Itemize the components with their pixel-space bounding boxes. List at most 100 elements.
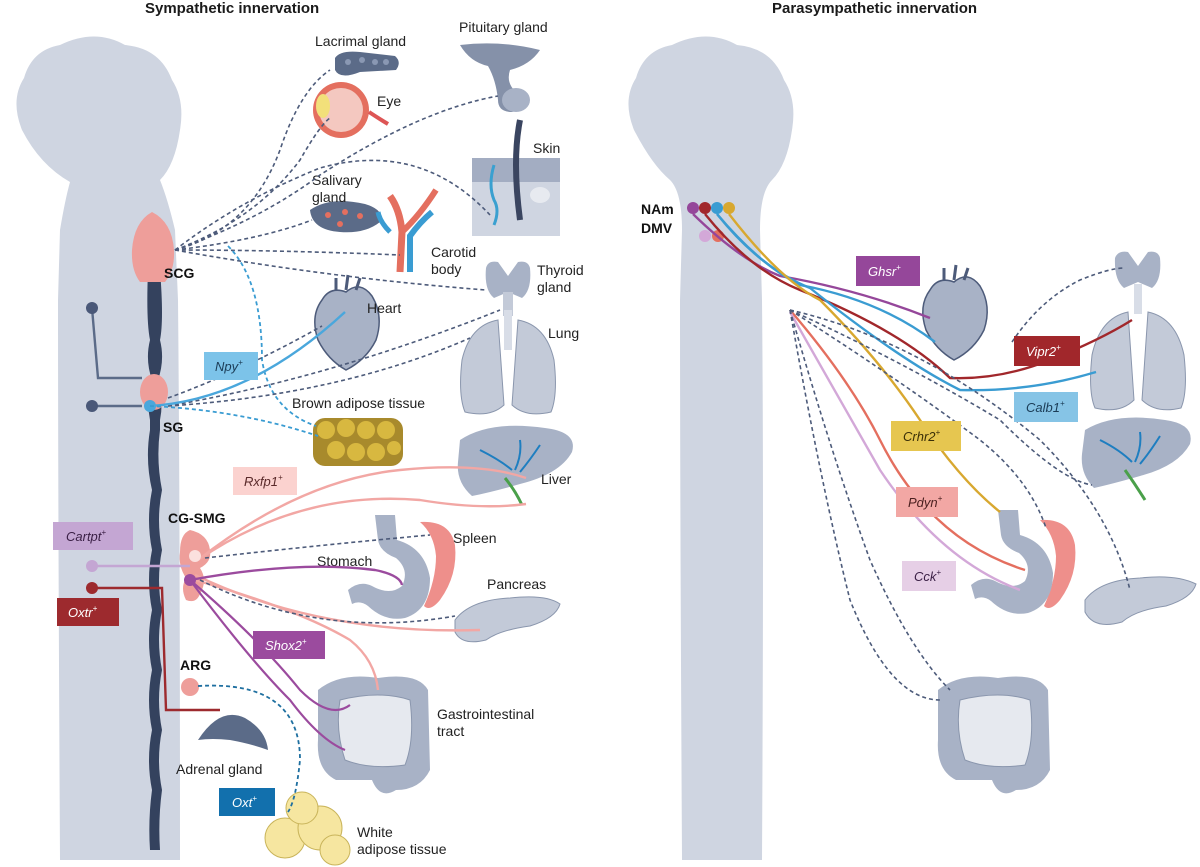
- nam-dot-calb1: [711, 202, 723, 214]
- svg-text:Npy+: Npy+: [215, 358, 243, 374]
- rxfp1-fiber-liver-2: [197, 497, 527, 561]
- lung-illustration-right: [1090, 311, 1186, 411]
- spleen-label: Spleen: [453, 530, 497, 546]
- ghsr-fiber-heart: [692, 213, 931, 320]
- svg-text:Oxt+: Oxt+: [232, 794, 257, 810]
- nam-dot-ghsr: [687, 202, 699, 214]
- svg-text:Cartpt+: Cartpt+: [66, 528, 106, 544]
- sg-label: SG: [163, 419, 183, 435]
- arg-fiber-wat: [197, 684, 301, 813]
- svg-text:Calb1+: Calb1+: [1026, 399, 1065, 415]
- dmv-fiber-pancreas: [789, 309, 1131, 591]
- thyroid-gland-label-1: Thyroid: [537, 262, 584, 278]
- pituitary-gland-label: Pituitary gland: [459, 19, 548, 35]
- heart-illustration-right: [922, 264, 988, 361]
- cg-fiber-pancreas: [199, 579, 456, 624]
- cg-shox2-dot: [184, 574, 196, 586]
- white-adipose-tissue-illustration: [264, 791, 351, 866]
- stomach-illustration-left: [348, 515, 430, 619]
- svg-text:Shox2+: Shox2+: [265, 637, 307, 653]
- shox2-tag: Shox2+: [253, 631, 325, 659]
- spleen-illustration-right: [1040, 519, 1076, 608]
- adrenal-gland-label: Adrenal gland: [176, 761, 262, 777]
- svg-text:Ghsr+: Ghsr+: [868, 263, 901, 279]
- skin-illustration: [472, 119, 560, 236]
- carotid-body-label-2: body: [431, 261, 461, 277]
- pituitary-gland-illustration: [460, 43, 540, 113]
- gi-tract-label-1: Gastrointestinal: [437, 706, 534, 722]
- preganglionic-dot-sg: [86, 400, 98, 412]
- gi-tract-illustration-right: [937, 676, 1050, 794]
- crhr2-tag: Crhr2+: [891, 421, 961, 451]
- dmv-dot-cck: [699, 230, 711, 242]
- rxfp1-fiber-pancreas: [194, 573, 481, 632]
- pdyn-fiber-stomach: [789, 309, 1026, 572]
- parasympathetic-title: Parasympathetic innervation: [772, 0, 977, 17]
- cartpt-dot: [86, 560, 98, 572]
- nam-dot-crhr2: [723, 202, 735, 214]
- svg-text:Oxtr+: Oxtr+: [68, 604, 98, 620]
- oxtr-fiber: [92, 586, 220, 712]
- scg-fiber-thyroid: [174, 249, 487, 291]
- preganglionic-line-scg: [90, 307, 142, 380]
- oxtr-tag: Oxtr+: [57, 598, 119, 626]
- calb1-fiber-lung: [716, 213, 1097, 392]
- oxt-tag: Oxt+: [219, 788, 275, 816]
- crhr2-fiber-stomach: [728, 213, 1001, 513]
- cg-rxfp1-dot: [189, 550, 201, 562]
- salivary-gland-illustration: [310, 201, 381, 233]
- cck-fiber-stomach: [788, 311, 1021, 592]
- thyroid-gland-illustration: [485, 261, 531, 316]
- scg-label: SCG: [164, 265, 194, 281]
- brown-adipose-tissue-label: Brown adipose tissue: [292, 395, 425, 411]
- scg-fiber-pituitary: [174, 95, 499, 251]
- shox2-fiber-stomach: [189, 565, 404, 586]
- stomach-label: Stomach: [317, 553, 372, 569]
- salivary-gland-label-1: Salivary: [312, 172, 362, 188]
- pdyn-tag: Pdyn+: [896, 487, 958, 517]
- rxfp1-fiber-liver-1: [197, 466, 527, 561]
- dmv-fiber-gi-2: [789, 309, 941, 701]
- sg-fiber-bat: [149, 405, 319, 437]
- preganglionic-dot-scg: [86, 302, 98, 314]
- dmv-fiber-spleen: [789, 309, 1047, 529]
- dmv-label: DMV: [641, 220, 673, 236]
- sympathetic-chain: [147, 270, 163, 850]
- nam-label: NAm: [641, 201, 674, 217]
- dmv-fiber-gi-1: [789, 309, 951, 691]
- stomach-illustration-right: [971, 510, 1053, 614]
- scg-fiber-bat: [227, 245, 317, 427]
- shox2-fiber-gi-1: [189, 579, 351, 712]
- svg-text:Pdyn+: Pdyn+: [908, 494, 943, 510]
- sg-fiber-lung-1: [167, 337, 471, 407]
- arg-ganglion: [181, 678, 199, 696]
- carotid-body-label-1: Carotid: [431, 244, 476, 260]
- spleen-illustration-left: [420, 521, 456, 608]
- brown-adipose-tissue-illustration: [313, 418, 403, 466]
- cck-tag: Cck+: [902, 561, 956, 591]
- sg-fiber-lung-2: [167, 309, 501, 407]
- scg-ganglion: [131, 212, 175, 282]
- svg-text:Cck+: Cck+: [914, 568, 941, 584]
- adrenal-gland-illustration: [198, 714, 268, 750]
- wat-label-2: adipose tissue: [357, 841, 447, 857]
- svg-text:Rxfp1+: Rxfp1+: [244, 473, 283, 489]
- scg-fiber-carotid: [174, 249, 401, 256]
- arg-label: ARG: [180, 657, 211, 673]
- thyroid-illustration-right: [1114, 251, 1161, 314]
- dmv-fiber-thyroid: [1011, 267, 1125, 343]
- cartpt-tag: Cartpt+: [53, 522, 133, 550]
- skin-label: Skin: [533, 140, 560, 156]
- shox2-fiber-gi-2: [189, 579, 346, 752]
- oxtr-dot: [86, 582, 98, 594]
- pancreas-label: Pancreas: [487, 576, 546, 592]
- wat-label-1: White: [357, 824, 393, 840]
- vipr2-tag: Vipr2+: [1014, 336, 1080, 366]
- carotid-body-illustration: [375, 188, 439, 273]
- scg-fiber-salivary: [174, 219, 313, 251]
- lacrimal-gland-label: Lacrimal gland: [315, 33, 406, 49]
- salivary-gland-label-2: gland: [312, 189, 346, 205]
- ghsr-tag: Ghsr+: [856, 256, 920, 286]
- gi-tract-label-2: tract: [437, 723, 464, 739]
